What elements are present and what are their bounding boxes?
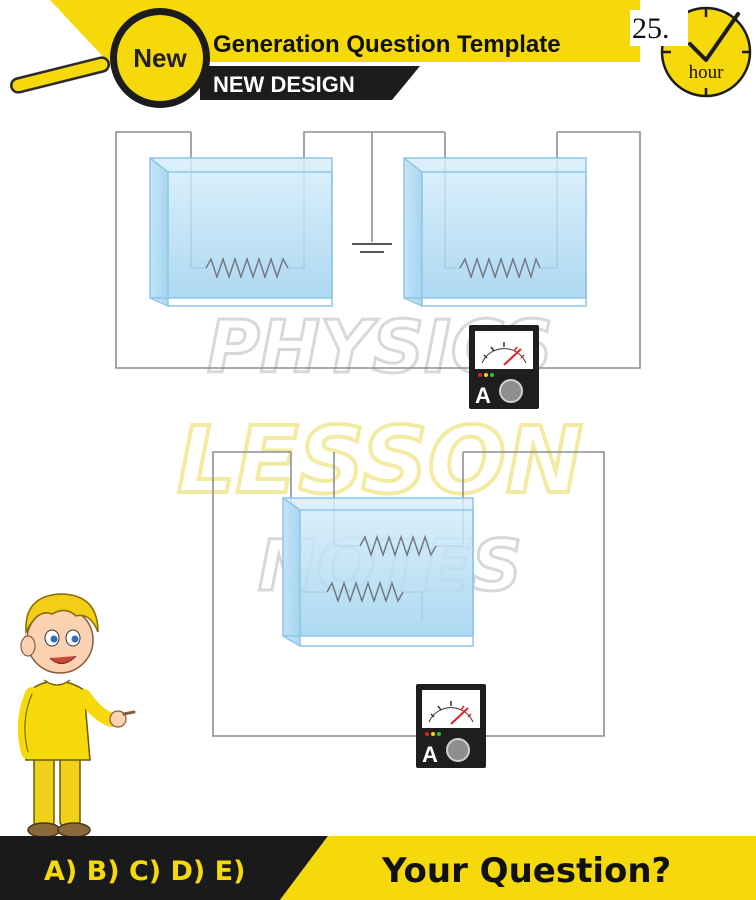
left-water-tank <box>149 157 333 307</box>
bottom-lower-resistor-icon <box>326 580 404 604</box>
new-badge-text: New <box>133 43 187 73</box>
header-subtitle: NEW DESIGN <box>213 72 355 97</box>
bottom-ammeter-icon: A <box>416 684 486 768</box>
ground-symbol-icon <box>352 243 392 253</box>
header-black-tab <box>200 66 420 100</box>
right-water-tank <box>403 157 587 307</box>
footer: A) B) C) D) E) Your Question? <box>0 836 756 900</box>
bottom-upper-resistor-icon <box>359 534 437 558</box>
bottom-circuit: A <box>212 451 605 768</box>
right-resistor-icon <box>459 256 541 280</box>
left-resistor-icon <box>205 256 289 280</box>
answer-choices: A) B) C) D) E) <box>44 856 245 887</box>
clock-unit: hour <box>689 62 725 83</box>
top-ammeter-label: A <box>475 383 491 408</box>
bottom-water-tank <box>282 497 474 647</box>
footer-yellow-band <box>280 836 756 900</box>
footer-black-band <box>0 836 328 900</box>
bottom-ammeter-label: A <box>422 742 438 767</box>
magnifier-icon: New <box>10 8 210 108</box>
clock-check-icon: 25. hour <box>630 6 752 98</box>
top-circuit: A <box>115 131 641 409</box>
bottom-circuit-wire-loop <box>212 451 605 737</box>
top-circuit-wire-loop <box>115 131 641 369</box>
boy-character-icon <box>17 593 136 838</box>
header-title: Generation Question Template <box>213 31 561 58</box>
question-prompt: Your Question? <box>381 851 671 891</box>
header: Generation Question Template NEW DESIGN … <box>10 0 752 108</box>
watermark-line-lesson: LESSON <box>177 407 583 514</box>
clock-number: 25. <box>632 12 670 45</box>
top-ammeter-icon: A <box>469 325 539 409</box>
